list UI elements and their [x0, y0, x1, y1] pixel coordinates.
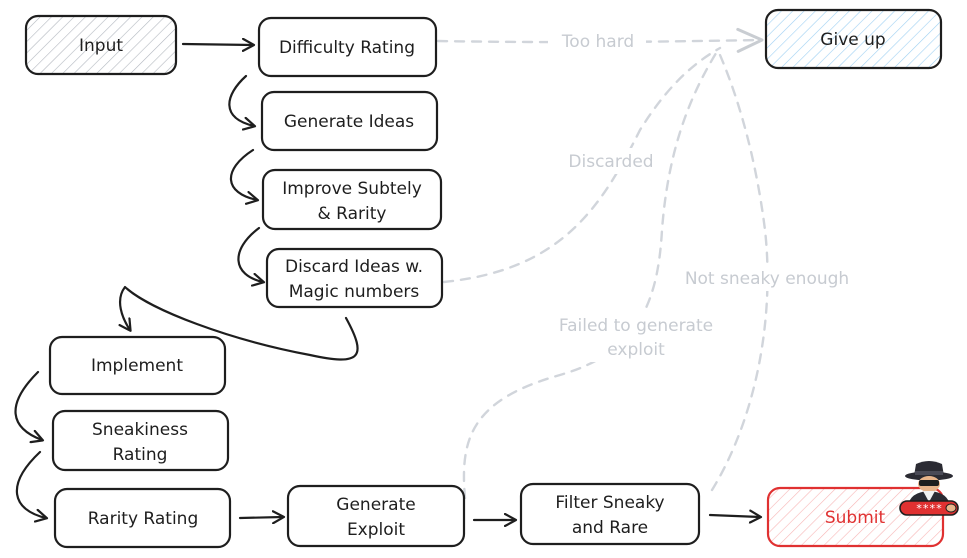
- edge-difficulty-ideas: [228, 74, 254, 126]
- edge-rarity-exploit: [238, 517, 283, 518]
- svg-text:Generate Ideas: Generate Ideas: [284, 112, 414, 132]
- label-too-hard: Too hard: [548, 28, 646, 54]
- svg-text:Too hard: Too hard: [561, 32, 634, 52]
- edge-ideas-improve: [229, 148, 257, 200]
- node-generate-exploit: Generate Exploit: [286, 484, 466, 548]
- node-implement: Implement: [48, 335, 227, 396]
- svg-text:Filter Sneaky: Filter Sneaky: [555, 493, 664, 513]
- node-input: Input: [24, 14, 178, 76]
- svg-text:Submit: Submit: [825, 508, 886, 528]
- svg-text:Input: Input: [79, 36, 123, 56]
- svg-text:Not sneaky enough: Not sneaky enough: [685, 269, 849, 289]
- node-sneakiness-rating: Sneakiness Rating: [51, 409, 230, 472]
- edge-implement-sneakiness: [14, 370, 42, 440]
- edge-filter-submit: [708, 515, 760, 517]
- edge-discard-implement: [120, 285, 359, 361]
- label-discarded: Discarded: [558, 148, 664, 174]
- edge-too-hard: [436, 27, 764, 53]
- node-give-up: Give up: [764, 8, 943, 70]
- svg-text:Give up: Give up: [820, 30, 885, 50]
- label-not-sneaky: Not sneaky enough: [672, 265, 862, 291]
- node-rarity-rating: Rarity Rating: [53, 487, 232, 549]
- svg-text:Rating: Rating: [113, 445, 168, 465]
- svg-text:****: ****: [916, 502, 943, 515]
- node-difficulty-rating: Difficulty Rating: [257, 16, 438, 78]
- edge-improve-discard: [237, 226, 263, 282]
- svg-text:Discard Ideas w.: Discard Ideas w.: [285, 257, 423, 277]
- edge-input-difficulty: [181, 44, 253, 45]
- svg-text:Rarity Rating: Rarity Rating: [88, 509, 199, 529]
- label-failed-exploit: Failed to generate exploit: [540, 312, 732, 362]
- svg-text:& Rarity: & Rarity: [318, 204, 387, 224]
- edge-discarded: [442, 46, 722, 284]
- node-filter-sneaky-rare: Filter Sneaky and Rare: [519, 482, 701, 546]
- svg-text:Generate: Generate: [336, 495, 415, 515]
- svg-text:exploit: exploit: [607, 340, 665, 360]
- svg-text:Magic numbers: Magic numbers: [289, 282, 420, 302]
- svg-text:and Rare: and Rare: [572, 518, 648, 538]
- svg-text:Implement: Implement: [91, 356, 183, 376]
- svg-text:Difficulty Rating: Difficulty Rating: [279, 38, 415, 58]
- edge-sneakiness-rarity: [15, 450, 46, 518]
- node-improve-subtlety: Improve Subtely & Rarity: [261, 168, 443, 231]
- svg-text:Exploit: Exploit: [347, 520, 405, 540]
- node-discard-ideas: Discard Ideas w. Magic numbers: [265, 247, 444, 309]
- svg-text:Discarded: Discarded: [568, 152, 653, 172]
- hacker-icon: ****: [899, 461, 959, 516]
- svg-text:Failed to generate: Failed to generate: [559, 316, 713, 336]
- node-submit: Submit: [766, 486, 945, 548]
- node-generate-ideas: Generate Ideas: [260, 90, 439, 152]
- edge-not-sneaky: [710, 53, 769, 492]
- svg-text:Improve Subtely: Improve Subtely: [282, 179, 422, 199]
- svg-text:Sneakiness: Sneakiness: [92, 420, 188, 440]
